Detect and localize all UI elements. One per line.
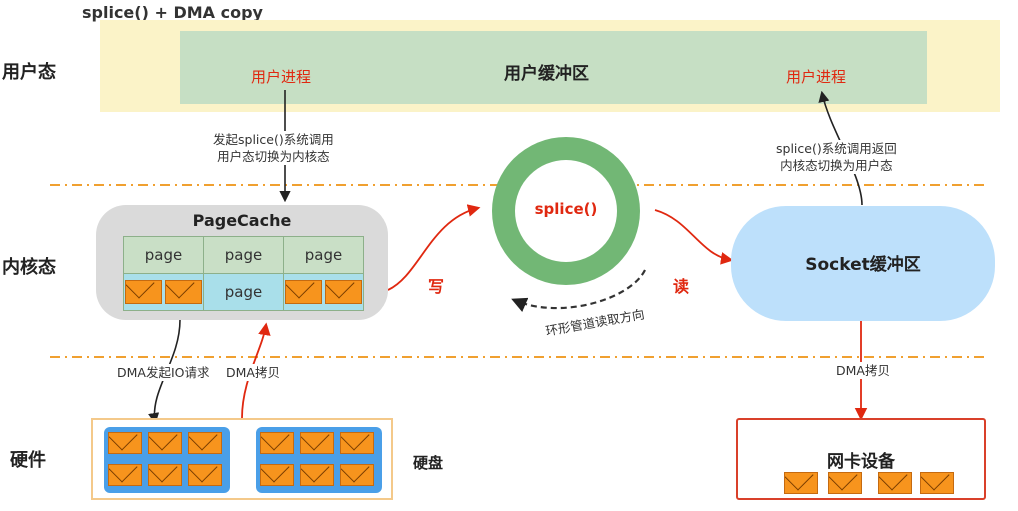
write-label: 写	[428, 277, 445, 296]
envelope-icon	[148, 464, 182, 486]
envelope-icon	[188, 432, 222, 454]
syscall-down-line-1: 发起splice()系统调用	[213, 132, 334, 147]
user-process-left: 用户进程	[251, 68, 312, 86]
syscall-return-line-2: 内核态切换为用户态	[780, 158, 893, 173]
dma-copy-label-right: DMA拷贝	[836, 362, 890, 379]
page-cell: page	[283, 236, 364, 274]
zone-label-hardware: 硬件	[10, 450, 46, 471]
splice-ring-hole	[515, 160, 617, 262]
envelope-icon	[325, 280, 362, 304]
dma-copy-label-left: DMA拷贝	[226, 364, 280, 381]
page-cell: page	[203, 273, 284, 311]
user-buffer-label: 用户缓冲区	[504, 64, 589, 84]
splice-label: splice()	[534, 200, 598, 218]
envelope-icon	[260, 432, 294, 454]
envelope-icon	[165, 280, 202, 304]
envelope-icon	[285, 280, 322, 304]
envelope-icon	[125, 280, 162, 304]
socket-buffer	[731, 206, 995, 321]
envelope-icon	[148, 432, 182, 454]
envelope-icon	[340, 432, 374, 454]
diagram-title: splice() + DMA copy	[82, 3, 263, 22]
zone-label-user: 用户态	[2, 62, 56, 83]
envelope-icon	[188, 464, 222, 486]
read-arrow	[654, 209, 734, 265]
envelope-icon	[260, 464, 294, 486]
syscall-down-line-2: 用户态切换为内核态	[217, 149, 330, 164]
disk-label: 硬盘	[413, 454, 444, 472]
write-arrow	[387, 204, 481, 291]
envelope-icon	[300, 432, 334, 454]
page-cell: page	[203, 236, 284, 274]
envelope-icon	[300, 464, 334, 486]
envelope-icon	[920, 472, 954, 494]
zone-label-kernel: 内核态	[2, 257, 56, 278]
envelope-icon	[828, 472, 862, 494]
envelope-icon	[784, 472, 818, 494]
pagecache-title: PageCache	[192, 211, 292, 230]
syscall-down-label: 发起splice()系统调用 用户态切换为内核态	[213, 131, 334, 165]
envelope-icon	[108, 464, 142, 486]
network-card-label: 网卡设备	[827, 452, 895, 472]
ring-direction-arrow	[511, 269, 646, 312]
dma-request-label: DMA发起IO请求	[117, 364, 210, 381]
syscall-return-label: splice()系统调用返回 内核态切换为用户态	[776, 140, 897, 174]
read-label: 读	[673, 277, 690, 296]
syscall-return-line-1: splice()系统调用返回	[776, 141, 897, 156]
page-cell: page	[123, 236, 204, 274]
envelope-icon	[340, 464, 374, 486]
user-buffer	[180, 31, 927, 104]
user-process-right: 用户进程	[786, 68, 847, 86]
socket-buffer-label: Socket缓冲区	[805, 255, 921, 275]
envelope-icon	[108, 432, 142, 454]
envelope-icon	[878, 472, 912, 494]
